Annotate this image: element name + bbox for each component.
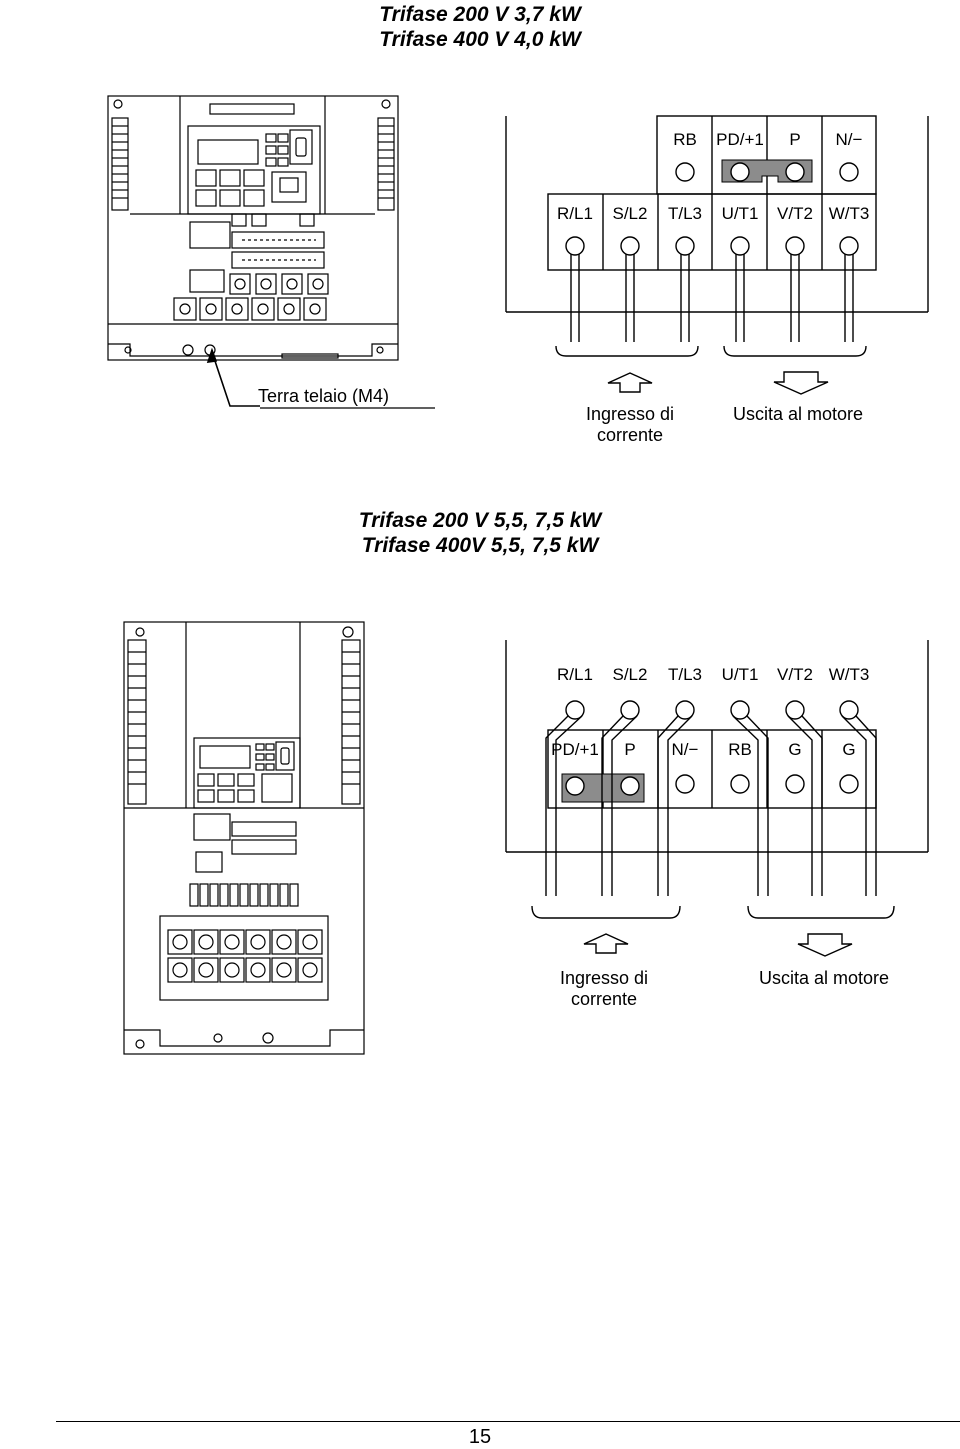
input-bracket — [555, 345, 699, 357]
terminal-label: PD/+1 — [551, 740, 599, 759]
bus-bars — [189, 883, 299, 907]
cables-small — [570, 254, 854, 342]
terminal-label: R/L1 — [557, 665, 593, 684]
ground-pointer — [206, 347, 435, 409]
arrow-up-icon — [607, 372, 653, 393]
section2-title-line2: Trifase 400V 5,5, 7,5 kW — [361, 534, 599, 557]
cables-large — [545, 700, 877, 896]
control-terminals — [189, 213, 325, 293]
input-label-line2: corrente — [570, 989, 638, 1009]
section2-figure: R/L1 S/L2 T/L3 U/T1 V/T2 W/T3 PD/+1 P N/… — [123, 621, 929, 1055]
terminal-label: W/T3 — [829, 204, 870, 223]
input-label-line2: corrente — [596, 425, 664, 445]
inverter-drawing-small — [107, 95, 399, 361]
terminal-label: T/L3 — [668, 204, 702, 223]
output-label-large: Uscita al motore — [758, 968, 890, 988]
section2-title: Trifase 200 V 5,5, 7,5 kW Trifase 400V 5… — [320, 508, 640, 558]
input-label-small: Ingresso di corrente — [560, 404, 700, 446]
terminal-labels-small: RB PD/+1 P N/− R/L1 S/L2 T/L3 U/T1 V/T2 … — [557, 130, 869, 223]
ground-label: Terra telaio (M4) — [258, 386, 390, 406]
terminal-label: U/T1 — [722, 665, 759, 684]
terminal-label: PD/+1 — [716, 130, 764, 149]
terminal-label: N/− — [672, 740, 699, 759]
section1-title: Trifase 200 V 3,7 kW Trifase 400 V 4,0 k… — [340, 2, 620, 52]
terminal-block-small — [505, 115, 929, 313]
inverter-drawing-large — [123, 621, 365, 1055]
terminal-label: V/T2 — [777, 204, 813, 223]
section1-title-line1: Trifase 200 V 3,7 kW — [379, 3, 581, 26]
terminal-label: V/T2 — [777, 665, 813, 684]
terminal-label: S/L2 — [613, 204, 648, 223]
terminal-label: P — [789, 130, 800, 149]
arrow-down-icon — [773, 371, 829, 395]
input-label-line1: Ingresso di — [559, 968, 649, 988]
arrow-down-icon — [797, 933, 853, 957]
terminal-label: N/− — [836, 130, 863, 149]
vent-left — [111, 117, 129, 211]
terminal-label: T/L3 — [668, 665, 702, 684]
input-label-line1: Ingresso di — [585, 404, 675, 424]
section2-title-line1: Trifase 200 V 5,5, 7,5 kW — [358, 509, 602, 532]
terminal-label: W/T3 — [829, 665, 870, 684]
terminal-label: R/L1 — [557, 204, 593, 223]
power-terminals-large — [159, 915, 329, 1001]
page-number: 15 — [468, 1426, 492, 1448]
vent-right — [377, 117, 395, 211]
arrow-up-icon — [583, 933, 629, 954]
control-terminals-large — [193, 813, 297, 873]
output-bracket-large — [747, 905, 895, 919]
terminal-label: S/L2 — [613, 665, 648, 684]
vent-right-large — [341, 639, 361, 805]
terminal-labels-large: R/L1 S/L2 T/L3 U/T1 V/T2 W/T3 PD/+1 P N/… — [551, 665, 869, 759]
output-bracket — [723, 345, 867, 357]
power-terminals — [173, 273, 329, 321]
terminal-label: RB — [728, 740, 752, 759]
vent-left-large — [127, 639, 147, 805]
terminal-label: P — [624, 740, 635, 759]
terminal-label: U/T1 — [722, 204, 759, 223]
output-label-small: Uscita al motore — [732, 404, 864, 424]
input-label-large: Ingresso di corrente — [534, 968, 674, 1010]
operator-panel-large — [193, 737, 301, 809]
terminal-label: RB — [673, 130, 697, 149]
terminal-label: G — [788, 740, 801, 759]
section1-title-line2: Trifase 400 V 4,0 kW — [379, 28, 581, 51]
terminal-label: G — [842, 740, 855, 759]
input-bracket-large — [531, 905, 681, 919]
footer-rule — [56, 1421, 960, 1422]
section1-figure: RB PD/+1 P N/− R/L1 S/L2 T/L3 U/T1 V/T2 … — [107, 95, 929, 409]
